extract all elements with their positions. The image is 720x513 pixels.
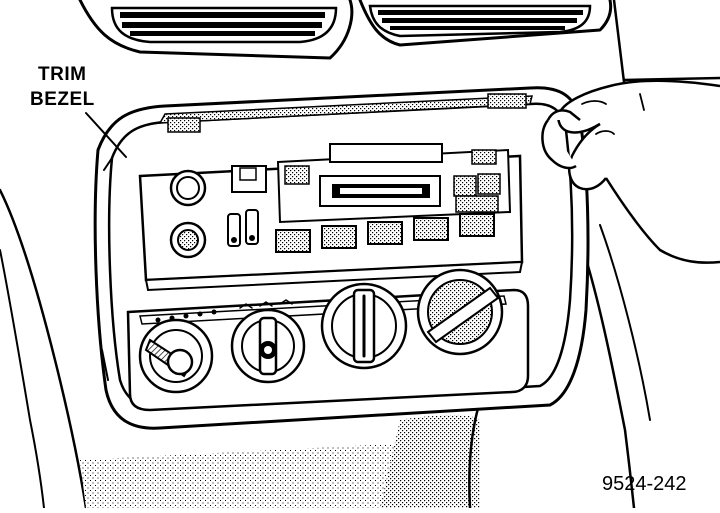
vent-right <box>368 4 592 38</box>
hand-illustration <box>541 79 720 264</box>
fan-knob <box>138 318 214 394</box>
volume-knob <box>169 169 207 207</box>
dashboard-lower <box>0 188 651 510</box>
radio-unit <box>138 143 524 292</box>
preset-buttons <box>275 195 499 253</box>
climate-control-panel <box>126 268 530 412</box>
panel-indicator-dots <box>155 299 293 323</box>
callout-leader-line <box>85 112 127 158</box>
mode-knob <box>230 308 306 384</box>
tuning-knob <box>169 221 207 259</box>
figure-number: 9524-242 <box>602 473 687 495</box>
trim-bezel-callout: TRIM BEZEL <box>30 64 127 158</box>
callout-label-line2: BEZEL <box>30 89 95 110</box>
recirc-knob <box>416 268 504 356</box>
dashboard-upper <box>78 0 720 84</box>
cassette-door <box>319 175 441 207</box>
vent-left <box>110 6 338 44</box>
callout-label-line1: TRIM <box>38 64 86 85</box>
temperature-knob <box>320 282 408 370</box>
